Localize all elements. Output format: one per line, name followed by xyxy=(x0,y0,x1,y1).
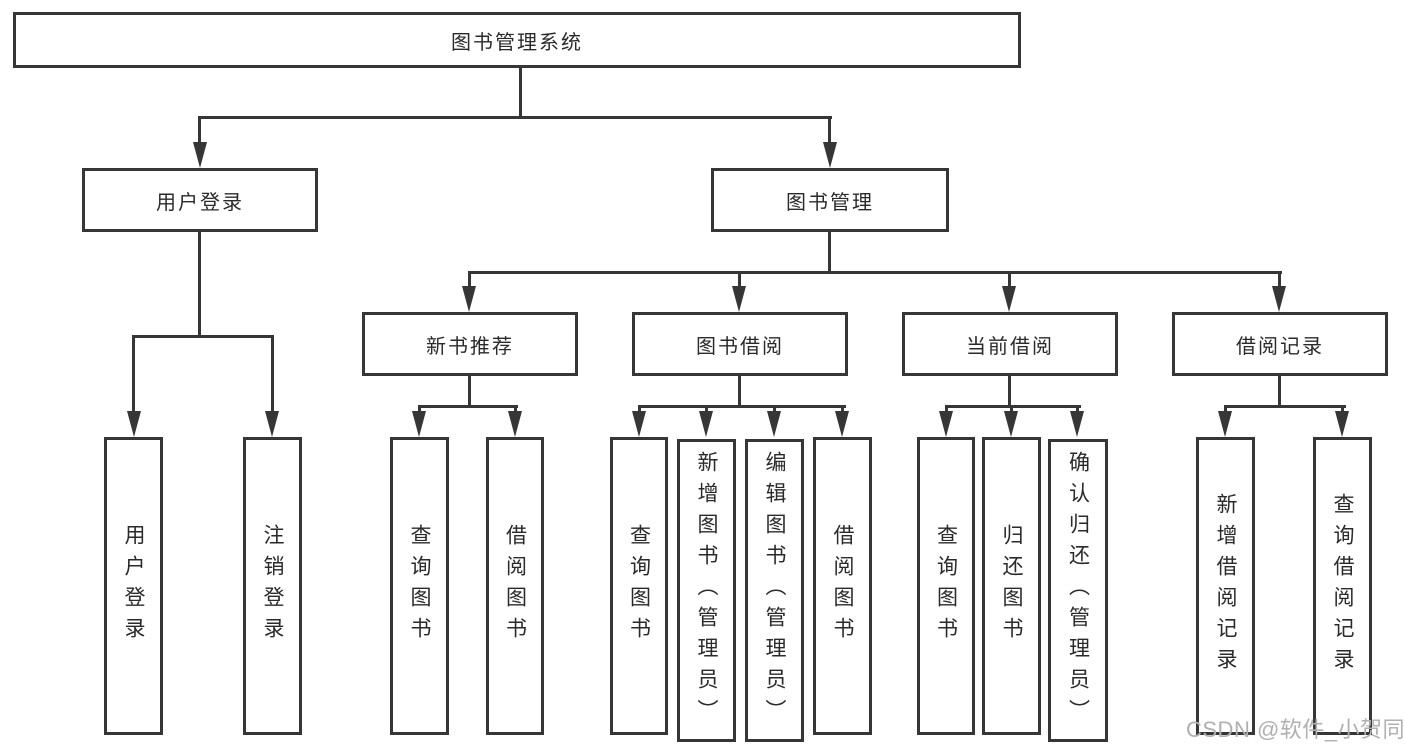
arrowhead-down-icon xyxy=(1002,286,1016,312)
leaf-query-books-2: 查询图书 xyxy=(610,437,668,735)
leaf-user-login: 用户登录 xyxy=(104,437,163,735)
arrowhead-down-icon xyxy=(193,142,207,168)
connector-newbook-vline xyxy=(468,374,471,408)
leaf-label: 编辑图书（管理员） xyxy=(763,451,786,730)
connector-level3-stub xyxy=(738,271,741,293)
connector-current-hline xyxy=(945,405,1081,408)
connector-level2-hline xyxy=(198,116,832,119)
connector-level3-stub xyxy=(1008,271,1011,293)
arrowhead-down-icon xyxy=(265,411,279,437)
leaf-label: 新增图书（管理员） xyxy=(695,451,718,730)
connector-level3-stub xyxy=(468,271,471,293)
connector-records-hline xyxy=(1224,405,1346,408)
arrowhead-down-icon xyxy=(632,411,646,437)
arrowhead-down-icon xyxy=(1218,411,1232,437)
connector-current-vline xyxy=(1008,374,1011,408)
node-library-system-root: 图书管理系统 xyxy=(13,12,1021,68)
node-book-borrowing: 图书借阅 xyxy=(632,312,848,376)
leaf-label: 查询图书 xyxy=(627,524,651,648)
arrowhead-down-icon xyxy=(767,411,781,437)
leaf-label: 归还图书 xyxy=(1000,524,1023,648)
arrowhead-down-icon xyxy=(699,411,713,437)
connector-userlogin-stub xyxy=(271,335,274,417)
leaf-label: 新增借阅记录 xyxy=(1214,493,1237,679)
leaf-return-books: 归还图书 xyxy=(982,437,1041,735)
connector-records-vline xyxy=(1278,374,1281,408)
leaf-query-books-1: 查询图书 xyxy=(390,437,449,735)
leaf-label: 用户登录 xyxy=(122,524,145,648)
arrowhead-down-icon xyxy=(508,411,522,437)
connector-level2-left-stub xyxy=(198,116,201,146)
connector-newbook-hline xyxy=(418,405,518,408)
connector-bookmgmt-vline xyxy=(828,230,831,274)
leaf-add-borrow-record: 新增借阅记录 xyxy=(1196,437,1255,735)
node-new-book-recommend: 新书推荐 xyxy=(362,312,578,376)
arrowhead-down-icon xyxy=(1335,411,1349,437)
leaf-label: 确认归还（管理员） xyxy=(1066,451,1090,730)
leaf-confirm-return-admin: 确认归还（管理员） xyxy=(1048,439,1108,742)
node-user-login: 用户登录 xyxy=(82,168,318,232)
connector-userlogin-stub xyxy=(132,335,135,417)
connector-level3-hline xyxy=(468,271,1282,274)
leaf-label: 注销登录 xyxy=(261,524,284,648)
leaf-label: 借阅图书 xyxy=(831,524,854,648)
leaf-label: 查询图书 xyxy=(934,524,958,648)
arrowhead-down-icon xyxy=(939,411,953,437)
connector-borrow-vline xyxy=(738,374,741,408)
connector-userlogin-hline xyxy=(132,335,274,338)
arrowhead-down-icon xyxy=(1272,286,1286,312)
arrowhead-down-icon xyxy=(462,286,476,312)
arrowhead-down-icon xyxy=(412,411,426,437)
connector-level2-right-stub xyxy=(828,116,831,146)
leaf-label: 查询借阅记录 xyxy=(1331,493,1354,679)
arrowhead-down-icon xyxy=(1004,411,1018,437)
leaf-edit-book-admin: 编辑图书（管理员） xyxy=(745,439,804,742)
leaf-borrow-books-2: 借阅图书 xyxy=(813,437,872,735)
connector-userlogin-vline xyxy=(198,230,201,338)
leaf-label: 查询图书 xyxy=(408,524,431,648)
arrowhead-down-icon xyxy=(835,411,849,437)
arrowhead-down-icon xyxy=(732,286,746,312)
arrowhead-down-icon xyxy=(127,411,141,437)
node-borrowing-records: 借阅记录 xyxy=(1172,312,1388,376)
arrowhead-down-icon xyxy=(823,142,837,168)
connector-level3-stub xyxy=(1278,271,1281,293)
connector-borrow-hline xyxy=(638,405,846,408)
leaf-add-book-admin: 新增图书（管理员） xyxy=(677,439,736,742)
leaf-query-borrow-record: 查询借阅记录 xyxy=(1313,437,1372,735)
leaf-borrow-books-1: 借阅图书 xyxy=(486,437,544,735)
connector-root-vline xyxy=(519,66,522,119)
node-book-management: 图书管理 xyxy=(711,168,949,232)
node-current-borrowing: 当前借阅 xyxy=(902,312,1118,376)
arrowhead-down-icon xyxy=(1070,411,1084,437)
leaf-logout: 注销登录 xyxy=(243,437,302,735)
leaf-label: 借阅图书 xyxy=(503,524,527,648)
leaf-query-books-3: 查询图书 xyxy=(917,437,975,735)
csdn-watermark: CSDN @软件_小贺同学 xyxy=(1186,717,1405,742)
